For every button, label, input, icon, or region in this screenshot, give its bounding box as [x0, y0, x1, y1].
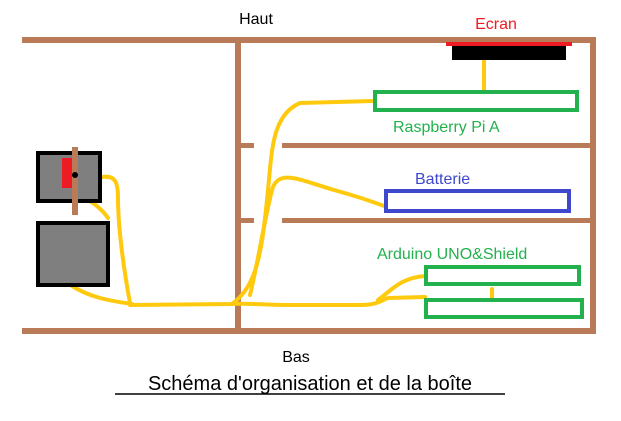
shelf-lower	[282, 218, 593, 223]
shelf-lower-left-stub	[238, 218, 254, 223]
left-module-upper	[36, 147, 102, 215]
module-upper-body	[36, 151, 102, 203]
arduino-board-upper	[424, 265, 581, 286]
label-bottom: Bas	[282, 349, 310, 366]
raspberry-board	[373, 90, 579, 112]
label-screen: Ecran	[475, 16, 517, 33]
diagram-caption: Schéma d'organisation et de la boîte	[148, 373, 472, 395]
battery-block	[384, 189, 571, 213]
wire-module-top-right	[100, 174, 132, 305]
module-wood-rod	[72, 147, 78, 215]
wires	[70, 58, 494, 307]
arduino-board-lower	[424, 298, 584, 319]
box-right-wall	[590, 37, 596, 334]
box-frame	[22, 37, 596, 334]
shelf-upper-left-stub	[238, 143, 254, 148]
shelf-upper	[282, 143, 593, 148]
screen-red-strip	[446, 42, 572, 46]
wire-module-bottom	[70, 284, 134, 306]
wire-main-bus	[128, 295, 427, 307]
module-black-dot	[72, 172, 78, 178]
screen-body	[452, 46, 566, 60]
wire-bus-to-battery	[248, 175, 386, 297]
wire-arduino-top	[376, 274, 427, 302]
module-red-component	[62, 158, 72, 188]
box-center-divider	[235, 40, 241, 332]
box-bottom-wall	[22, 328, 596, 334]
label-top: Haut	[239, 11, 273, 28]
left-module-lower	[36, 221, 110, 287]
label-raspberry: Raspberry Pi A	[393, 119, 500, 136]
label-arduino: Arduino UNO&Shield	[377, 246, 527, 263]
wire-bus-to-raspberry	[230, 99, 375, 306]
label-battery: Batterie	[415, 171, 470, 188]
box-top-wall	[22, 37, 596, 43]
screen-module	[446, 42, 572, 60]
